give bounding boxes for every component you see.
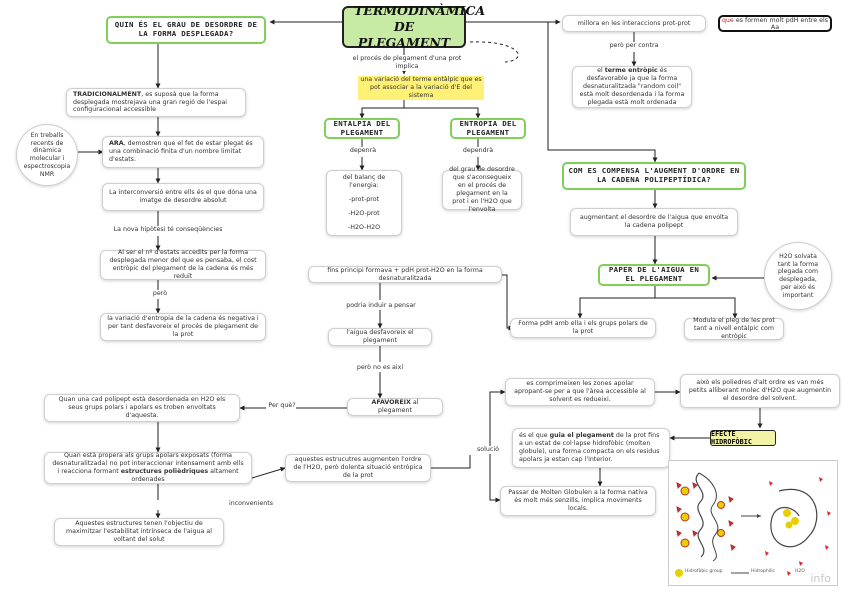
- paper-aigua-header: PAPER DE L'AIGUA EN EL PLEGAMENT: [598, 264, 710, 286]
- legend-hydrophobic: Hidrofòbic group: [685, 569, 723, 574]
- tradicional-bold: TRADICIONALMENT: [73, 90, 142, 98]
- pero-no-label: però no es així: [350, 364, 410, 372]
- entalpia-header: ENTALPIA DEL PLEGAMENT: [324, 118, 400, 139]
- estructures-objectiu-box: Aquestes estructures tenen l'objectiu de…: [54, 518, 224, 546]
- variacio-entropia-box: la variació d'entropia de la cadena és n…: [100, 313, 266, 341]
- forma-pdh-box: Forma pdH amb ella i els grups polars de…: [510, 318, 656, 338]
- balanc-item-3: -H2O-H2O: [347, 223, 381, 231]
- guia-box: és el que guia el plegament de la prot f…: [512, 428, 670, 468]
- water-molecules: [676, 482, 736, 552]
- terme-bold: terme entròpic: [604, 67, 658, 75]
- ara-box: ARA, demostren que el fet de estar plega…: [102, 136, 264, 168]
- balanc-item-2: -H2O-prot: [348, 209, 380, 217]
- nova-hipotesi-label: La nova hipòtesi té conseqüències: [108, 226, 228, 234]
- pdh-box: que es formen molt pdH entre els Aa: [718, 15, 832, 32]
- poliedres-box: això els poliedres d'alt ordre es van mé…: [680, 374, 840, 408]
- balanc-energia-box: del balanç de l'energia: -prot-prot -H2O…: [326, 170, 402, 236]
- terme-pre: el: [597, 67, 605, 75]
- aigua-desfavoreix-box: l'aigua desfavoreix el plegament: [328, 328, 432, 346]
- grups-pre: Quan està propera als grups apolars expo…: [52, 452, 244, 475]
- folded-globule: [770, 488, 818, 548]
- guia-bold: guia el plegament: [549, 432, 614, 440]
- ara-text: , demostren que el fet de estar plegat é…: [109, 140, 253, 163]
- fins-principi-box: fins principi formava + pdH prot-H2O en …: [308, 266, 502, 283]
- main-title-text: TERMODINÀMICA DE PLEGAMENT: [354, 2, 486, 51]
- afavoreix-box: AFAVOREIX al plegament: [347, 398, 443, 416]
- balanc-item-1: -prot-prot: [348, 196, 380, 204]
- pero-contra-label: però per contra: [600, 42, 668, 50]
- ara-bold: ARA: [109, 140, 124, 148]
- legend-water: H2O: [795, 569, 805, 574]
- cadena-polipept-box: Quan una cad polipept està desordenada e…: [44, 394, 240, 422]
- afavoreix-bold: AFAVOREIX: [371, 399, 411, 407]
- millora-box: millora en les interaccions prot-prot: [562, 15, 706, 32]
- molten-box: Passar de Molten Globulen a la forma nat…: [500, 486, 656, 516]
- perque-label: Per què?: [268, 402, 296, 410]
- intro-line-1: el procés de plegament d'una prot implic…: [352, 55, 462, 71]
- augmentant-box: augmentant el desordre de l'aigua que en…: [570, 208, 738, 236]
- question-left-header: QUIN ÉS EL GRAU DE DESORDRE DE LA FORMA …: [106, 16, 266, 44]
- terme-entropic-box: el terme entròpic és desfavorable ja que…: [572, 66, 692, 108]
- efecte-hidrofobic-box: EFECTE HIDROFÒBIC: [710, 430, 776, 446]
- circle-right-note: H2O solvata tant la forma plegada com de…: [764, 242, 832, 310]
- tradicional-text: , es suposà que la forma desplegada most…: [73, 90, 228, 114]
- legend-water-icon: [787, 571, 791, 576]
- solucio-label: solució: [474, 446, 502, 454]
- released-water: [765, 477, 831, 566]
- grau-desordre-box: del grau de desordre que s'aconsegueix e…: [442, 166, 522, 213]
- depen-entalpia-label: depenrà: [345, 147, 381, 155]
- podria-label: podria induir a pensar: [345, 302, 417, 310]
- folding-figure: Hidrofòbic group Hidrophilic H2O info: [668, 460, 838, 586]
- entropia-header: ENTROPIA DEL PLEGAMENT: [450, 118, 526, 139]
- hydrophobic-groups: [680, 486, 725, 548]
- afavoreix-text: al plegament: [378, 399, 419, 414]
- intro-line-2: una variació del terme entàlpic que es p…: [358, 76, 484, 100]
- unfolded-chain: [695, 472, 719, 562]
- legend-hydrophilic: Hidrophilic: [751, 569, 775, 574]
- grups-text: altament ordenades: [131, 468, 239, 483]
- tradicional-box: TRADICIONALMENT, es suposà que la forma …: [66, 88, 246, 117]
- terme-text: és desfavorable ja que la forma desnatur…: [579, 67, 685, 106]
- grups-bold: estructures polièdriques: [120, 468, 209, 475]
- grups-apolars-box: Quan està propera als grups apolars expo…: [44, 452, 252, 484]
- balanc-head: del balanç de l'energia:: [342, 174, 386, 190]
- guia-text: de la prot fins a un estat de col·lapse …: [519, 432, 660, 463]
- comprimeixen-box: es comprimeixen les zones apolar apropan…: [505, 378, 655, 406]
- depen-entropia-label: dependrà: [458, 147, 498, 155]
- inconvenients-label: inconvenients: [226, 500, 276, 508]
- pero-label: però: [150, 290, 170, 298]
- guia-pre: és el que: [519, 432, 550, 440]
- modula-box: Modula el pleg de les prot tant a nivell…: [684, 317, 784, 340]
- pdh-prefix: que: [721, 16, 734, 24]
- folding-figure-drawing: [675, 472, 831, 577]
- interconversio-box: La interconversió entre ells és el que d…: [102, 183, 264, 211]
- legend-hydrophobic-icon: [675, 569, 683, 577]
- watermark: info: [810, 572, 831, 585]
- compensa-header: COM ES COMPENSA L'AUGMENT D'ORDRE EN LA …: [562, 162, 746, 190]
- estructures-augmenten-box: aquestes estrucutres augmenten l'ordre d…: [285, 454, 431, 482]
- circle-left-note: En treballs recents de dinàmica molecula…: [16, 124, 78, 186]
- pdh-text: es formen molt pdH entre els Aa: [735, 16, 829, 31]
- main-title: TERMODINÀMICA DE PLEGAMENT: [342, 3, 485, 50]
- n-estats-box: Al ser el nº d'estats accedits per la fo…: [100, 249, 266, 280]
